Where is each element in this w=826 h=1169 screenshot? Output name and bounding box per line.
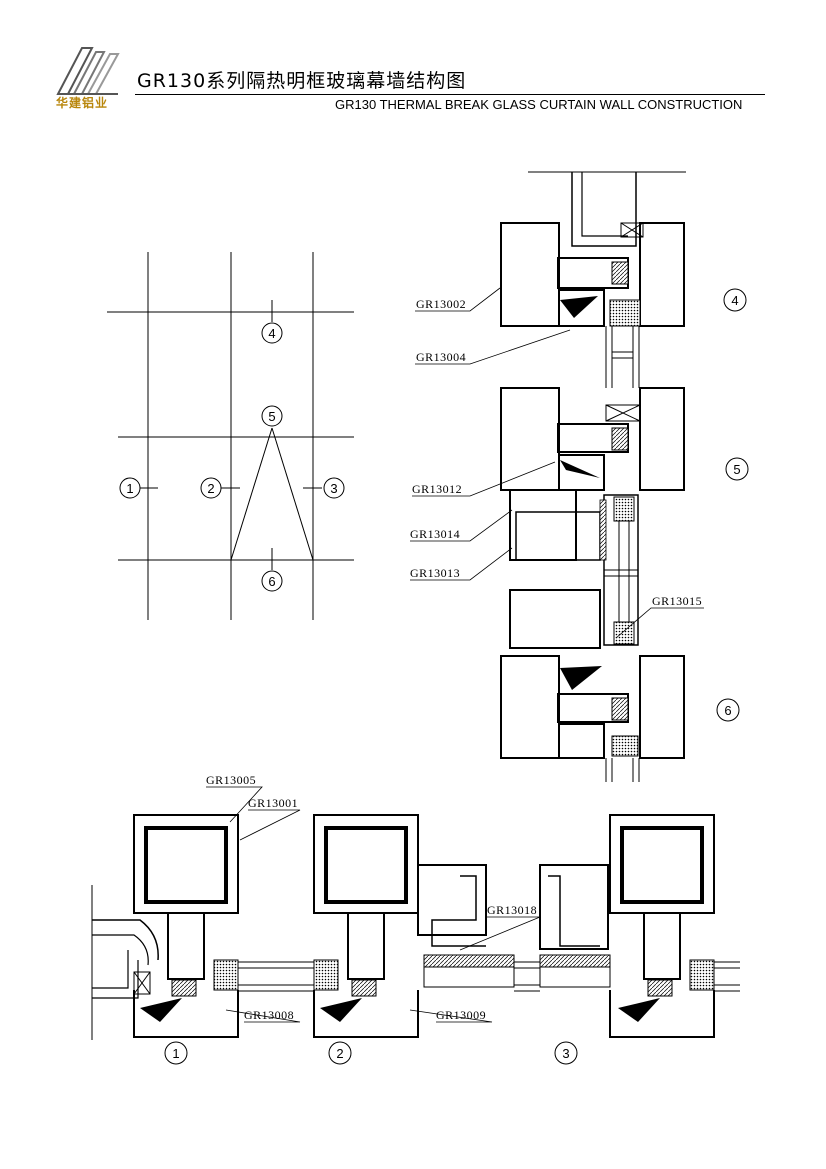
mullion-1 bbox=[133, 814, 239, 1038]
transom-5 bbox=[500, 387, 685, 491]
marker-label: 4 bbox=[731, 293, 738, 308]
marker-2: 2 bbox=[328, 1041, 352, 1065]
part-label-gr13008: GR13008 bbox=[244, 1008, 294, 1022]
elevation-markers: 4 5 1 2 3 6 bbox=[119, 322, 345, 592]
marker-label: 6 bbox=[268, 574, 275, 589]
elevation-diagram bbox=[107, 252, 354, 620]
window-sash-left bbox=[417, 864, 515, 988]
marker-label: 6 bbox=[724, 703, 731, 718]
marker-label: 2 bbox=[336, 1046, 343, 1061]
part-label-gr13005: GR13005 bbox=[206, 773, 256, 787]
mullion-3 bbox=[609, 814, 715, 1038]
marker-4: 4 bbox=[261, 322, 283, 344]
marker-5: 5 bbox=[725, 457, 749, 481]
marker-label: 3 bbox=[562, 1046, 569, 1061]
marker-2: 2 bbox=[200, 477, 222, 499]
part-label-gr13004: GR13004 bbox=[416, 350, 466, 364]
part-label-gr13013: GR13013 bbox=[410, 566, 460, 580]
window-frame bbox=[509, 489, 639, 649]
marker-label: 1 bbox=[126, 481, 133, 496]
horizontal-section-markers: 1 2 3 bbox=[164, 1041, 578, 1065]
vertical-section bbox=[500, 171, 686, 782]
marker-1: 1 bbox=[164, 1041, 188, 1065]
part-label-gr13001: GR13001 bbox=[248, 796, 298, 810]
glass-4-5 bbox=[605, 326, 640, 388]
vertical-section-labels bbox=[410, 287, 704, 639]
marker-6: 6 bbox=[261, 570, 283, 592]
marker-label: 1 bbox=[172, 1046, 179, 1061]
mullion-2 bbox=[313, 814, 419, 1038]
marker-6: 6 bbox=[716, 698, 740, 722]
glass-panes bbox=[238, 961, 740, 992]
part-label-gr13002: GR13002 bbox=[416, 297, 466, 311]
part-label-gr13012: GR13012 bbox=[412, 482, 462, 496]
transom-4 bbox=[500, 222, 685, 327]
page-subtitle: GR130 THERMAL BREAK GLASS CURTAIN WALL C… bbox=[335, 97, 743, 112]
marker-label: 5 bbox=[268, 409, 275, 424]
marker-4: 4 bbox=[723, 288, 747, 312]
part-label-gr13009: GR13009 bbox=[436, 1008, 486, 1022]
marker-label: 3 bbox=[330, 481, 337, 496]
page-title: GR130系列隔热明框玻璃幕墙结构图 bbox=[137, 70, 467, 92]
marker-label: 5 bbox=[733, 462, 740, 477]
vertical-section-markers: 4 5 6 bbox=[716, 288, 749, 722]
marker-5: 5 bbox=[261, 405, 283, 427]
marker-3: 3 bbox=[323, 477, 345, 499]
part-label-gr13014: GR13014 bbox=[410, 527, 460, 541]
marker-1: 1 bbox=[119, 477, 141, 499]
marker-3: 3 bbox=[554, 1041, 578, 1065]
marker-label: 2 bbox=[207, 481, 214, 496]
part-label-gr13018: GR13018 bbox=[487, 903, 537, 917]
horizontal-section bbox=[91, 814, 740, 1040]
transom-6 bbox=[500, 655, 685, 759]
title-rule bbox=[135, 94, 765, 95]
marker-label: 4 bbox=[268, 326, 275, 341]
part-label-gr13015: GR13015 bbox=[652, 594, 702, 608]
window-sash-right bbox=[539, 864, 611, 988]
company-logo-icon bbox=[56, 47, 120, 95]
horizontal-section-labels bbox=[206, 786, 541, 1023]
logo-text: 华建铝业 bbox=[56, 96, 109, 110]
